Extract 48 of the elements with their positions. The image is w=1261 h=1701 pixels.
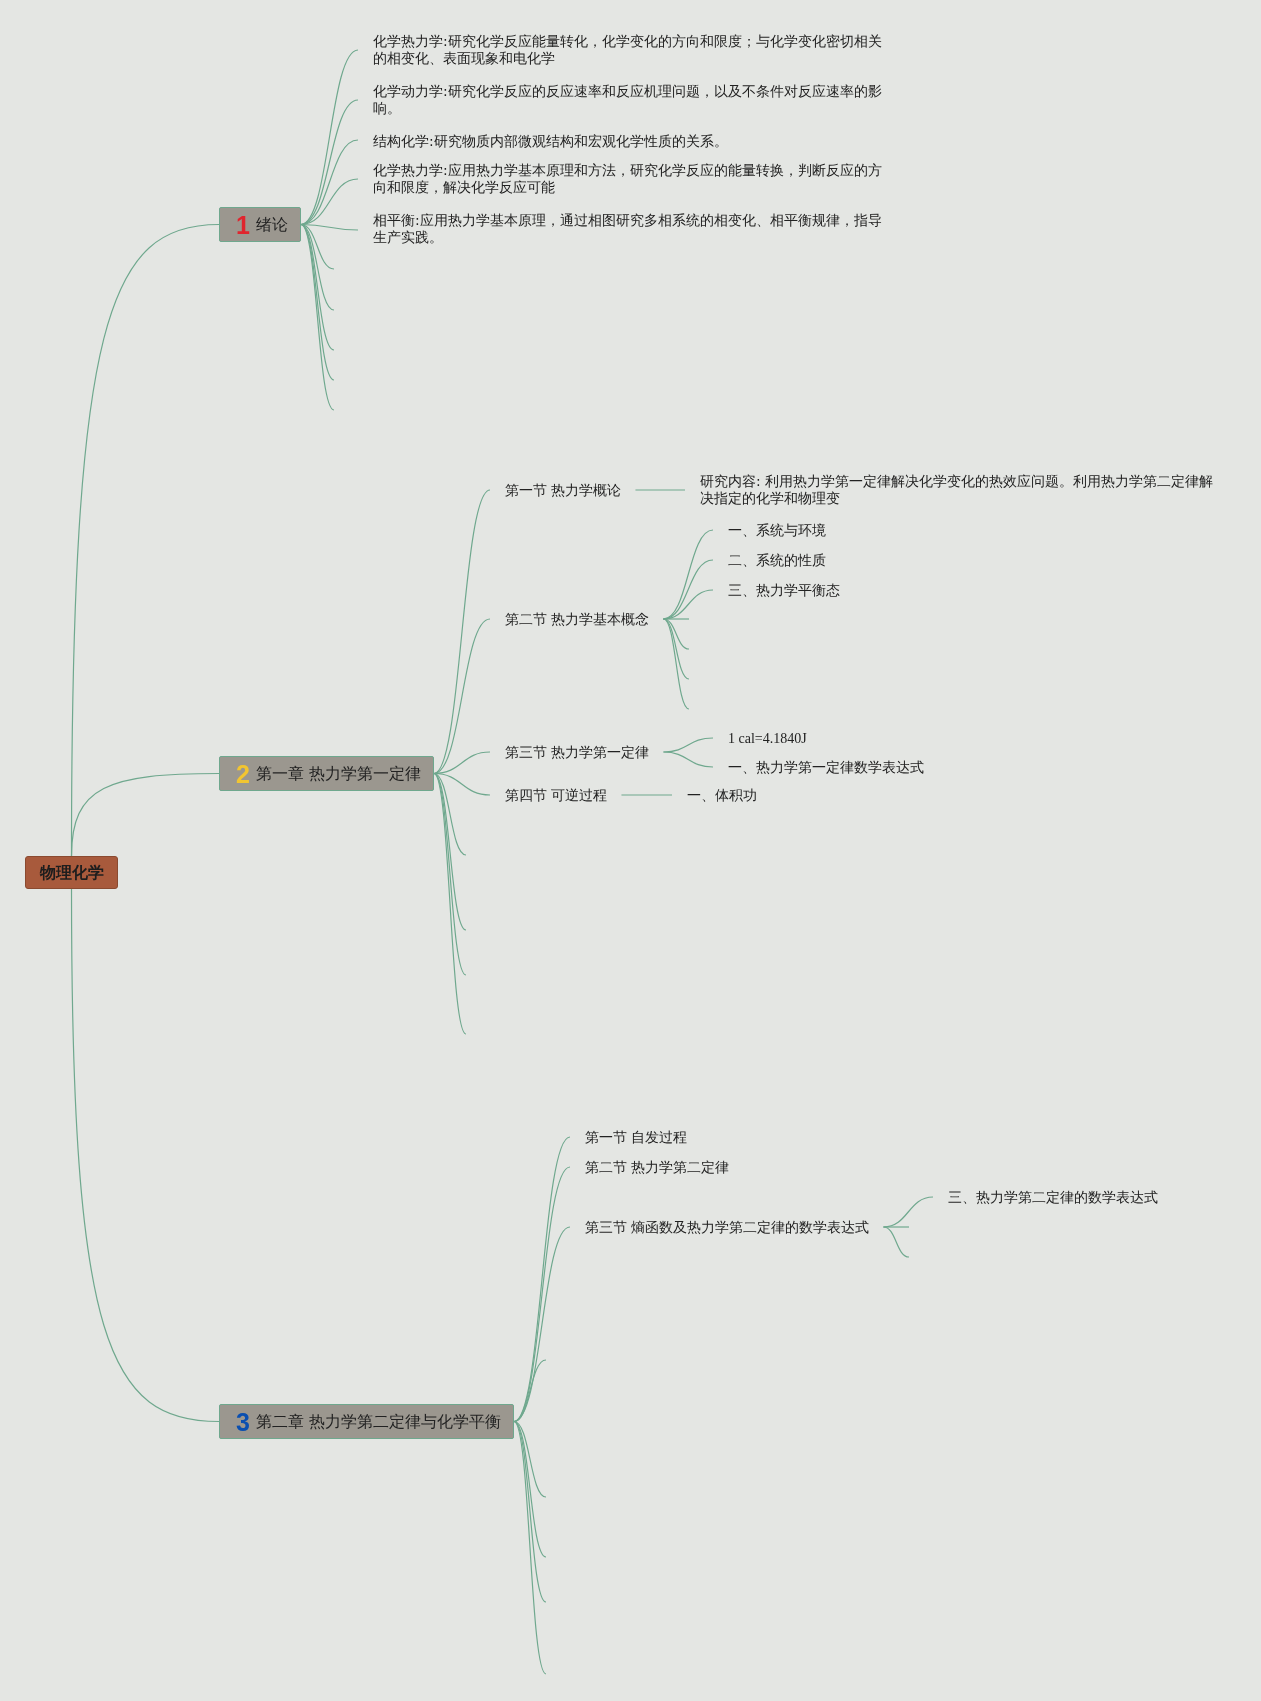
subtopic-text: 第三节 热力学第一定律 (490, 744, 664, 761)
connector-line (662, 751, 714, 768)
branch-line (433, 772, 467, 976)
subtopic-text: 研究内容: 利用热力学第一定律解决化学变化的热效应问题。利用热力学第二定律解决指定的化学和物理变 (685, 473, 1225, 507)
subtopic-text: 二、系统的性质 (713, 552, 840, 569)
chapter-number: 1 (236, 214, 250, 235)
subtopic-text: 1 cal=4.1840J (713, 730, 821, 747)
branch-line (882, 1226, 910, 1258)
subtopic-text: 三、热力学平衡态 (713, 582, 854, 599)
subtopic-text: 第二节 热力学第二定律 (570, 1159, 744, 1176)
subtopic-text: 化学动力学:研究化学反应的反应速率和反应机理问题，以及不条件对反应速率的影响。 (358, 83, 883, 117)
subtopic-text: 结构化学:研究物质内部微观结构和宏观化学性质的关系。 (358, 133, 883, 150)
branch-line (882, 1226, 910, 1228)
connector-line (634, 489, 686, 491)
subtopic-text: 第二节 热力学基本概念 (490, 611, 664, 628)
branch-line (662, 618, 690, 710)
subtopic-text: 一、系统与环境 (713, 522, 840, 539)
branch-line (433, 772, 467, 1035)
branch-line (513, 1359, 547, 1423)
branch-line (513, 1420, 547, 1603)
central-topic-box: 物理化学 (25, 856, 118, 889)
topic-title: 第一章 热力学第一定律 (255, 763, 421, 784)
chapter-number: 2 (236, 763, 250, 784)
branch-line (513, 1420, 547, 1675)
subtopic-text: 第一节 热力学概论 (490, 482, 636, 499)
main-topic-box (219, 1404, 514, 1439)
subtopic-text: 第四节 可逆过程 (490, 787, 622, 804)
topic-title: 绪论 (255, 214, 288, 235)
main-topic-box (219, 756, 434, 791)
subtopic-text: 一、热力学第一定律数学表达式 (713, 759, 938, 776)
subtopic-text: 第一节 自发过程 (570, 1129, 702, 1146)
connector-line (300, 139, 359, 226)
subtopic-text: 相平衡:应用热力学基本原理，通过相图研究多相系统的相变化、相平衡规律，指导生产实践。 (358, 212, 883, 246)
subtopic-text: 第三节 熵函数及热力学第二定律的数学表达式 (570, 1219, 884, 1236)
chapter-number: 3 (236, 1411, 250, 1432)
connector-line (70, 772, 220, 857)
connector-line (70, 888, 220, 1423)
connector-line (433, 618, 491, 775)
subtopic-text: 三、热力学第二定律的数学表达式 (933, 1189, 1172, 1206)
branch-line (300, 223, 335, 411)
subtopic-text: 一、体积功 (672, 787, 771, 804)
topic-title: 第二章 热力学第二定律与化学平衡 (255, 1411, 501, 1432)
subtopic-text: 化学热力学:研究化学反应能量转化，化学变化的方向和限度；与化学变化密切相关的相变化、表面现象和电化学 (358, 33, 883, 67)
connector-line (620, 794, 673, 796)
branch-line (662, 618, 690, 620)
main-topic-box (219, 207, 301, 242)
subtopic-text: 化学热力学:应用热力学基本原理和方法，研究化学反应的能量转换，判断反应的方向和限度，解决化学反应可能 (358, 162, 883, 196)
branch-line (662, 618, 690, 650)
